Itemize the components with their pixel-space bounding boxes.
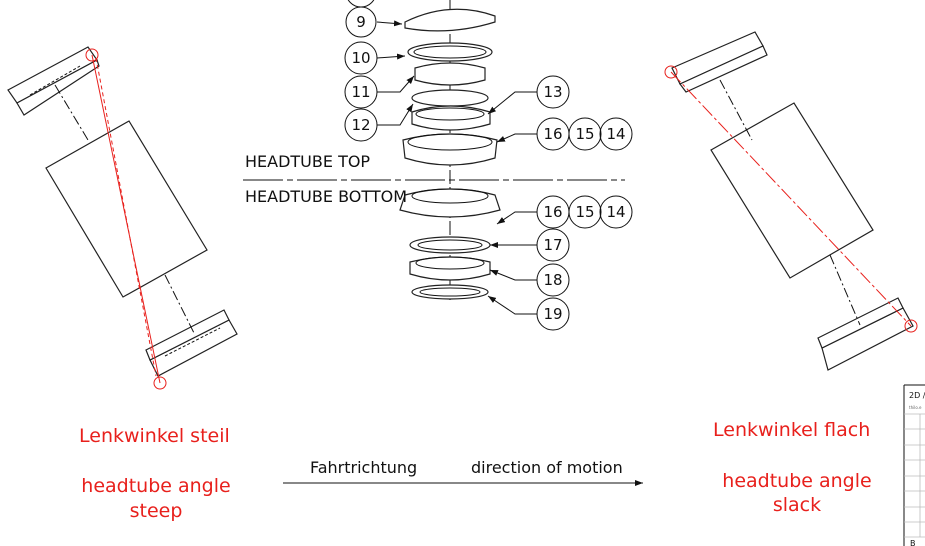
part-19: [411, 284, 489, 300]
svg-text:12: 12: [351, 116, 370, 134]
balloon-top-16: 16: [536, 117, 570, 151]
svg-text:18: 18: [543, 271, 562, 289]
angle-line-slack: [670, 71, 912, 327]
headtube-top-label: HEADTUBE TOP: [245, 152, 370, 171]
svg-text:15: 15: [575, 125, 594, 143]
svg-text:14: 14: [606, 125, 625, 143]
leader-lines: [376, 20, 537, 315]
part-17: [409, 236, 491, 254]
part-9-top-cap: [404, 8, 496, 32]
exploded-headset: [399, 0, 501, 300]
balloon-12: 12: [344, 108, 378, 142]
balloon-13: 13: [536, 75, 570, 109]
headtube-bottom-label: HEADTUBE BOTTOM: [245, 187, 407, 206]
steep-en-label-2: steep: [130, 500, 183, 522]
svg-text:16: 16: [543, 203, 562, 221]
svg-text:17: 17: [543, 236, 562, 254]
axis-steep-top: [54, 84, 89, 141]
svg-text:19: 19: [543, 305, 562, 323]
slack-en-label-1: headtube angle: [722, 470, 871, 492]
steep-en-label-1: headtube angle: [81, 475, 230, 497]
part-12: [411, 89, 489, 107]
steep-de-label: Lenkwinkel steil: [79, 425, 230, 447]
slack-headtube: [664, 31, 918, 371]
headtube-body-steep: [45, 120, 208, 298]
balloon-18: 18: [536, 263, 570, 297]
marker-slack-top: [664, 65, 678, 79]
part-11: [414, 62, 486, 86]
marker-steep-bottom: [153, 376, 167, 390]
balloon-top-15: 15: [568, 117, 602, 151]
balloon-10: 10: [344, 41, 378, 75]
balloon-17: 17: [536, 228, 570, 262]
svg-text:15: 15: [575, 203, 594, 221]
title-block: 2D / thilo.e B: [903, 384, 925, 546]
svg-text:9: 9: [356, 13, 366, 31]
bottom-cup-slack: [817, 297, 914, 371]
part-13: [411, 105, 491, 131]
title-block-author: thilo.e: [909, 405, 922, 410]
balloon-top-14: 14: [599, 117, 633, 151]
top-cup-steep: [7, 46, 100, 116]
svg-text:11: 11: [351, 83, 370, 101]
slack-en-label-2: slack: [773, 494, 821, 516]
balloons: 9 10 11 12 13 16 15 14 16 15 14 17 18 19: [344, 0, 633, 331]
balloon-19: 19: [536, 297, 570, 331]
marker-steep-top: [85, 48, 99, 62]
balloon-bottom-15: 15: [568, 195, 602, 229]
top-cup-slack: [671, 31, 768, 93]
svg-text:10: 10: [351, 49, 370, 67]
bottom-cup-steep: [145, 309, 238, 377]
balloon-9: 9: [345, 6, 377, 38]
direction-de-label: Fahrtrichtung: [310, 458, 417, 477]
balloon-bottom-14: 14: [599, 195, 633, 229]
slack-de-label: Lenkwinkel flach: [713, 419, 870, 441]
headtube-body-slack: [710, 102, 874, 279]
steep-headtube: [7, 46, 238, 390]
balloon-11: 11: [344, 75, 378, 109]
axis-steep-bottom: [164, 274, 196, 336]
title-block-title: 2D /: [909, 391, 925, 400]
title-block-row: B: [910, 539, 916, 546]
svg-text:14: 14: [606, 203, 625, 221]
marker-slack-bottom: [904, 319, 918, 333]
svg-text:13: 13: [543, 83, 562, 101]
balloon-bottom-16: 16: [536, 195, 570, 229]
direction-en-label: direction of motion: [471, 458, 623, 477]
svg-text:16: 16: [543, 125, 562, 143]
